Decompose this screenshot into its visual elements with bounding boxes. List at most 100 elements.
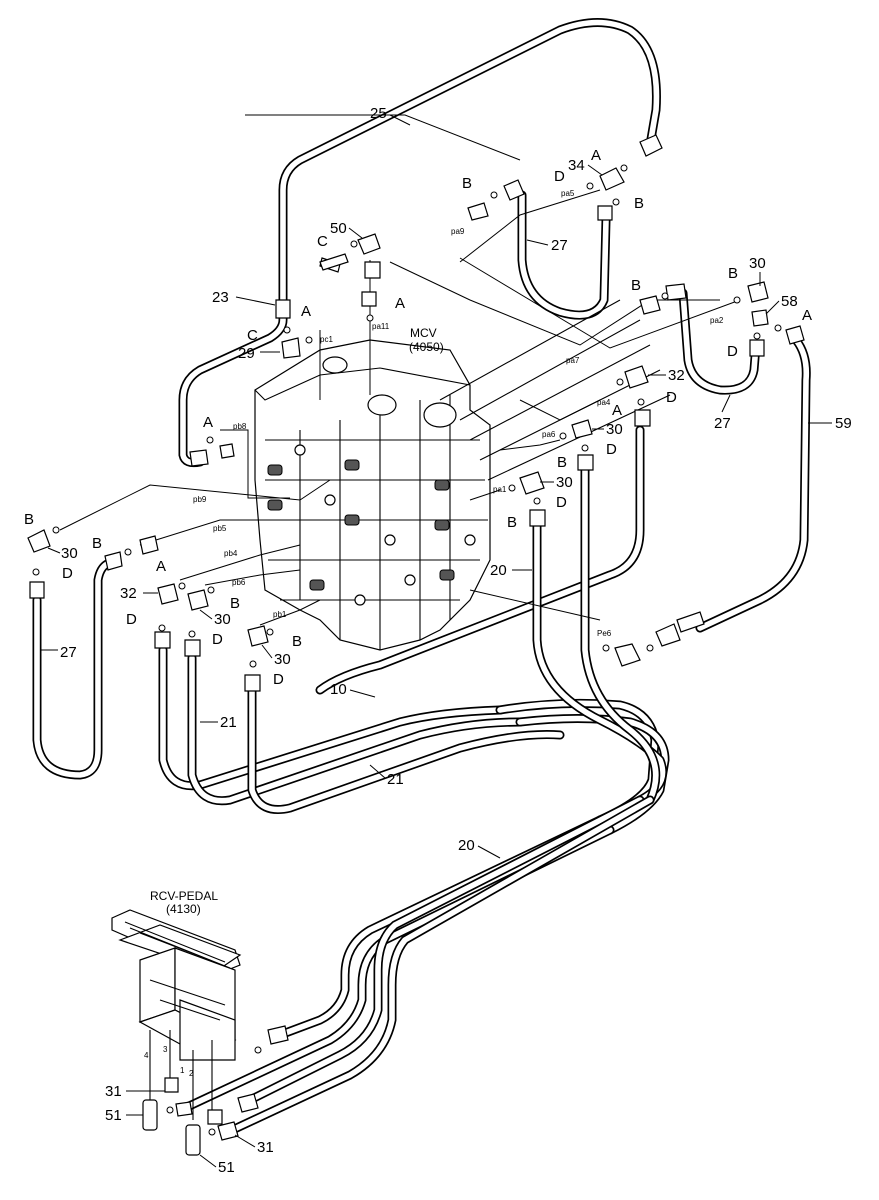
pedal-port-3: 3: [163, 1045, 168, 1054]
o-rings: [32, 164, 782, 668]
pedal-port-4: 4: [144, 1051, 149, 1060]
rcv-pedal-label: RCV-PEDAL: [150, 889, 218, 903]
callout-30-a: 30: [749, 255, 766, 272]
hose-21-b: [187, 653, 525, 806]
callout-27-left: 27: [60, 644, 77, 661]
seal-d-9: D: [273, 671, 284, 688]
seal-b-1: B: [462, 175, 472, 192]
port-pc1: pc1: [320, 335, 333, 344]
pedal-port-numbers: 1 2 3 4: [144, 1045, 194, 1078]
callout-58: 58: [781, 293, 798, 310]
port-pb4: pb4: [224, 549, 238, 558]
seal-b-4: B: [728, 265, 738, 282]
callout-31-a: 31: [105, 1083, 122, 1100]
callout-leaders: [40, 114, 832, 1168]
callout-30-b: 30: [606, 421, 623, 438]
seal-b-3: B: [631, 277, 641, 294]
callout-30-f: 30: [274, 651, 291, 668]
hose-59-inner: [697, 337, 810, 631]
hose-23-inner: [180, 302, 286, 466]
callout-20-b: 20: [458, 837, 475, 854]
callout-30-e: 30: [214, 611, 231, 628]
hose-bundle-1-inner: [277, 817, 603, 1038]
callout-31-b: 31: [257, 1139, 274, 1156]
hose-bundle-2-inner: [182, 827, 613, 1111]
port-pb5: pb5: [213, 524, 227, 533]
rcv-pedal-code: (4130): [166, 902, 201, 916]
hose-20-a-inner: [534, 517, 666, 803]
port-pa7: pa7: [566, 356, 580, 365]
pedal-port-2: 2: [189, 1069, 194, 1078]
hose-loop-2-inner: [517, 715, 668, 833]
seal-a-2: A: [395, 295, 405, 312]
seal-d-6: D: [62, 565, 73, 582]
hose-group: [32, 18, 811, 1137]
seal-b-5: B: [557, 454, 567, 471]
seal-b-9: B: [230, 595, 240, 612]
seal-d-5: D: [556, 494, 567, 511]
hose-21-a-inner: [160, 647, 503, 789]
callout-50: 50: [330, 220, 347, 237]
rcv-pedal-assembly: [111, 909, 289, 1156]
hose-21-c-inner: [249, 687, 563, 813]
port-pb8: pb8: [233, 422, 247, 431]
callout-10: 10: [330, 681, 347, 698]
port-pa9: pa9: [451, 227, 465, 236]
seal-b-10: B: [292, 633, 302, 650]
hose-10-inner: [317, 427, 643, 693]
hose-27-upper-inner: [519, 192, 609, 318]
callout-32-a: 32: [668, 367, 685, 384]
mcv-code: (4050): [409, 340, 444, 354]
seal-c-2: C: [247, 327, 258, 344]
hose-25-inner: [280, 19, 660, 303]
part-callouts: 25 23 27 27 27 10 21 21 20 20 59 50 34 2…: [60, 105, 852, 1176]
callout-29: 29: [238, 345, 255, 362]
seal-letters: A D B B C A A C A B B A D A D B D B D B …: [24, 147, 812, 688]
seal-b-6: B: [507, 514, 517, 531]
seal-c-1: C: [317, 233, 328, 250]
hose-20-a: [532, 515, 667, 805]
port-pa5: pa5: [561, 189, 575, 198]
port-pa6: pa6: [542, 430, 556, 439]
seal-d-4: D: [606, 441, 617, 458]
port-pb6: pb6: [232, 578, 246, 587]
hose-21-b-inner: [189, 655, 523, 804]
callout-21-b: 21: [387, 771, 404, 788]
callout-51-a: 51: [105, 1107, 122, 1124]
callout-27-right: 27: [714, 415, 731, 432]
port-pa11: pa11: [372, 322, 390, 331]
callout-23: 23: [212, 289, 229, 306]
seal-b-8: B: [92, 535, 102, 552]
port-pb1: pb1: [273, 610, 287, 619]
hose-27-left-inner: [34, 561, 110, 778]
seal-b-2: B: [634, 195, 644, 212]
port-pa1: pa1: [493, 485, 507, 494]
callout-32-b: 32: [120, 585, 137, 602]
hose-27-right-inner: [680, 290, 759, 393]
seal-a-1: A: [591, 147, 601, 164]
hose-bundle-3-inner: [247, 797, 643, 1103]
seal-d-7: D: [126, 611, 137, 628]
seal-d-3: D: [666, 389, 677, 406]
port-pa2: pa2: [710, 316, 724, 325]
callout-51-b: 51: [218, 1159, 235, 1176]
port-labels: pa1 pa2 pa4 pa5 pa6 pa7 pa9 pa11 pb1 pb4…: [193, 189, 724, 638]
mcv-valve-block: [254, 299, 671, 651]
hose-bundle-4-inner: [225, 797, 653, 1135]
port-pe6: Pe6: [597, 629, 612, 638]
mcv-label: MCV: [410, 326, 437, 340]
callout-59: 59: [835, 415, 852, 432]
fittings: [27, 134, 805, 692]
pedal-port-1: 1: [180, 1066, 185, 1075]
seal-d-1: D: [554, 168, 565, 185]
seal-d-8: D: [212, 631, 223, 648]
callout-21-a: 21: [220, 714, 237, 731]
callout-20-a: 20: [490, 562, 507, 579]
seal-a-7: A: [156, 558, 166, 575]
seal-a-5: A: [802, 307, 812, 324]
hose-20-b-inner: [582, 457, 659, 803]
seal-a-3: A: [301, 303, 311, 320]
seal-a-6: A: [612, 402, 622, 419]
callout-34: 34: [568, 157, 585, 174]
